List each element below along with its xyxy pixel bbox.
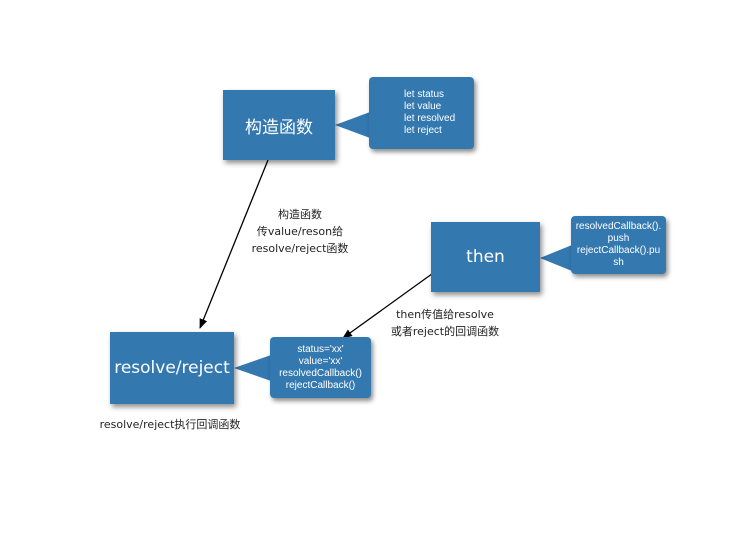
callout-line: let value [404,101,442,112]
callout-line: resolvedCallback(). [575,221,662,232]
callout-line: sh [613,257,624,268]
label-line: 构造函数 [278,208,322,221]
constructor-node-label: 构造函数 [245,117,313,138]
then-push-callout: resolvedCallback(). push rejectCallback(… [571,216,666,274]
label-line: then传值给resolve [396,308,494,321]
callout-line: let reject [404,125,442,136]
label-line: 或者reject的回调函数 [390,325,500,338]
then-edge-label: then传值给resolve 或者reject的回调函数 [380,306,510,340]
callout-line: value='xx' [298,355,343,367]
resolve-reject-node[interactable]: resolve/reject [110,332,234,404]
constructor-edge-label: 构造函数 传value/reson给 resolve/reject函数 [240,206,360,257]
callout-line: status='xx' [297,343,344,355]
callout-line: push [607,233,630,244]
resolve-exec-label: resolve/reject执行回调函数 [95,416,245,433]
arrow-constructor-to-resolve [199,159,269,329]
resolve-reject-node-label: resolve/reject [114,358,230,378]
callout-line: let status [404,89,445,100]
then-node[interactable]: then [431,222,540,292]
then-node-label: then [466,247,505,267]
pointer-then-push [540,245,572,271]
pointer-resolve-state [234,355,271,381]
label-line: resolve/reject函数 [251,242,349,255]
pointer-constructor-vars [335,112,370,138]
callout-line: rejectCallback().pu [576,245,661,256]
constructor-node[interactable]: 构造函数 [223,90,335,160]
resolve-state-callout: status='xx' value='xx' resolvedCallback(… [270,337,371,398]
callout-line: resolvedCallback() [279,367,362,379]
label-line: 传value/reson给 [256,225,344,238]
callout-line: let resolved [404,113,456,124]
label-line: resolve/reject执行回调函数 [99,418,241,431]
constructor-vars-callout: let status let value let resolved let re… [369,77,474,149]
callout-line: rejectCallback() [285,379,356,391]
arrow-then-to-resolve [342,270,437,339]
